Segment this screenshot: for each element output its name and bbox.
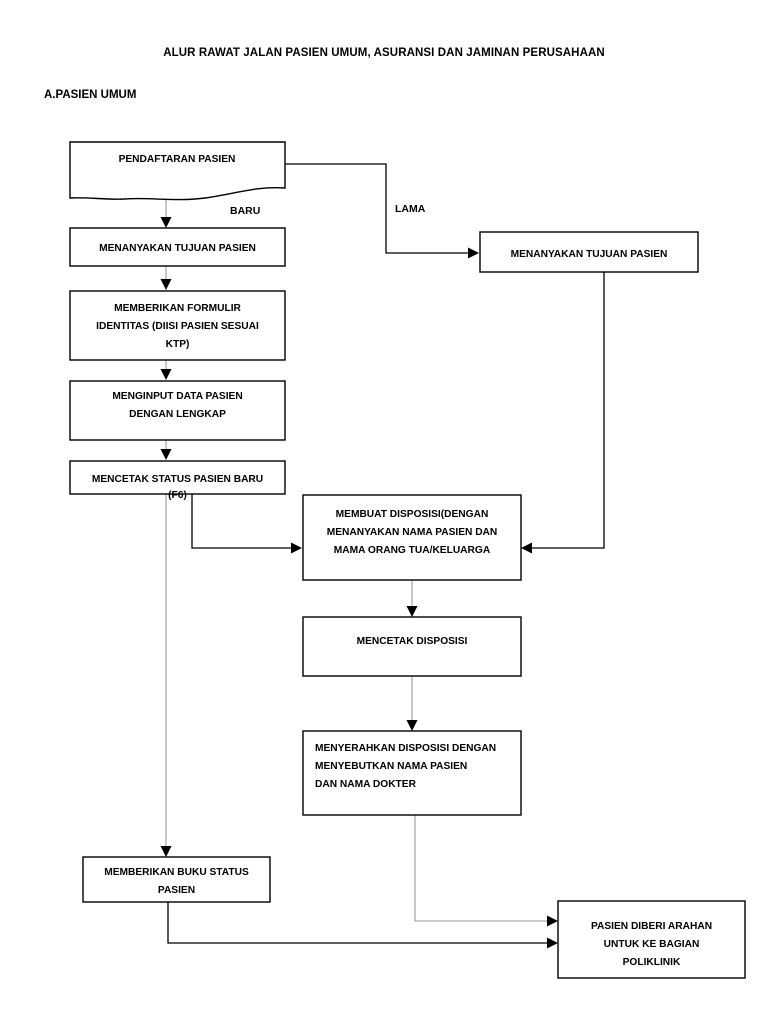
node-mencetak-status-pasien-baru-line-1: (F6) [168,490,187,501]
node-pendaftaran-pasien-line-0: PENDAFTARAN PASIEN [119,154,236,165]
node-menanyakan-tujuan-pasien-baru-line-0: MENANYAKAN TUJUAN PASIEN [99,243,256,254]
edge-memberikan-formulir-to-menginput-data [160,360,172,380]
node-memberikan-formulir[interactable]: MEMBERIKAN FORMULIR IDENTITAS (DIISI PAS… [69,290,286,361]
node-memberikan-formulir-line-1: IDENTITAS (DIISI PASIEN SESUAI [96,321,259,332]
node-pasien-diberi-arahan-line-1: UNTUK KE BAGIAN [604,939,700,950]
edge-memberikan-buku-to-pasien-diberi-arahan [167,902,558,949]
node-menyerahkan-disposisi-line-1: MENYEBUTKAN NAMA PASIEN [315,761,467,772]
node-membuat-disposisi-line-1: MENANYAKAN NAMA PASIEN DAN [327,527,498,538]
node-membuat-disposisi-line-0: MEMBUAT DISPOSISI(DENGAN [336,509,489,520]
edge-membuat-disposisi-to-mencetak-disposisi [406,580,418,617]
section-heading: A.PASIEN UMUM [44,89,137,101]
node-mencetak-status-pasien-baru-line-0: MENCETAK STATUS PASIEN BARU [92,474,263,485]
edge-pendaftaran-to-menanyakan-tujuan-baru [160,200,172,228]
node-membuat-disposisi-line-2: MAMA ORANG TUA/KELUARGA [334,545,491,556]
node-menyerahkan-disposisi-line-0: MENYERAHKAN DISPOSISI DENGAN [315,743,496,754]
node-menyerahkan-disposisi[interactable]: MENYERAHKAN DISPOSISI DENGAN MENYEBUTKAN… [302,730,522,816]
node-membuat-disposisi[interactable]: MEMBUAT DISPOSISI(DENGAN MENANYAKAN NAMA… [302,494,522,581]
edge-mencetak-disposisi-to-menyerahkan-disposisi [406,676,418,731]
node-menanyakan-tujuan-pasien-lama[interactable]: MENANYAKAN TUJUAN PASIEN [479,231,699,273]
edge-menginput-data-to-mencetak-status [160,440,172,460]
edge-label-baru: BARU [230,205,260,217]
node-mencetak-disposisi-line-0: MENCETAK DISPOSISI [357,636,468,647]
edge-mencetak-status-to-membuat-disposisi [191,494,302,554]
edge-label-lama: LAMA [395,203,426,215]
node-menanyakan-tujuan-pasien-lama-line-0: MENANYAKAN TUJUAN PASIEN [511,249,668,260]
node-memberikan-formulir-line-2: KTP) [166,339,190,350]
node-mencetak-disposisi[interactable]: MENCETAK DISPOSISI [302,616,522,677]
node-memberikan-formulir-line-0: MEMBERIKAN FORMULIR [114,303,241,314]
node-menyerahkan-disposisi-line-2: DAN NAMA DOKTER [315,779,417,790]
node-pasien-diberi-arahan[interactable]: PASIEN DIBERI ARAHAN UNTUK KE BAGIAN POL… [557,900,746,979]
edge-menyerahkan-disposisi-to-pasien-diberi-arahan [414,815,558,927]
edge-mencetak-status-to-memberikan-buku [160,494,172,857]
node-memberikan-buku-status-pasien-line-0: MEMBERIKAN BUKU STATUS [104,867,249,878]
node-menginput-data-pasien-line-1: DENGAN LENGKAP [129,409,226,420]
edge-pendaftaran-to-menanyakan-tujuan-lama [285,163,479,259]
node-mencetak-status-pasien-baru[interactable]: MENCETAK STATUS PASIEN BARU (F6) [69,460,286,501]
node-pasien-diberi-arahan-line-0: PASIEN DIBERI ARAHAN [591,921,712,932]
node-memberikan-buku-status-pasien-line-1: PASIEN [158,885,195,896]
node-menginput-data-pasien[interactable]: MENGINPUT DATA PASIEN DENGAN LENGKAP [69,380,286,441]
node-pasien-diberi-arahan-line-2: POLIKLINIK [623,957,681,968]
node-menginput-data-pasien-line-0: MENGINPUT DATA PASIEN [112,391,242,402]
node-pendaftaran-pasien[interactable]: PENDAFTARAN PASIEN [69,141,286,201]
page-title: ALUR RAWAT JALAN PASIEN UMUM, ASURANSI D… [163,47,605,59]
node-menanyakan-tujuan-pasien-baru[interactable]: MENANYAKAN TUJUAN PASIEN [69,227,286,267]
node-memberikan-buku-status-pasien[interactable]: MEMBERIKAN BUKU STATUS PASIEN [82,856,271,903]
edge-menanyakan-tujuan-lama-to-membuat-disposisi [521,272,605,554]
edge-menanyakan-tujuan-baru-to-memberikan-formulir [160,266,172,290]
